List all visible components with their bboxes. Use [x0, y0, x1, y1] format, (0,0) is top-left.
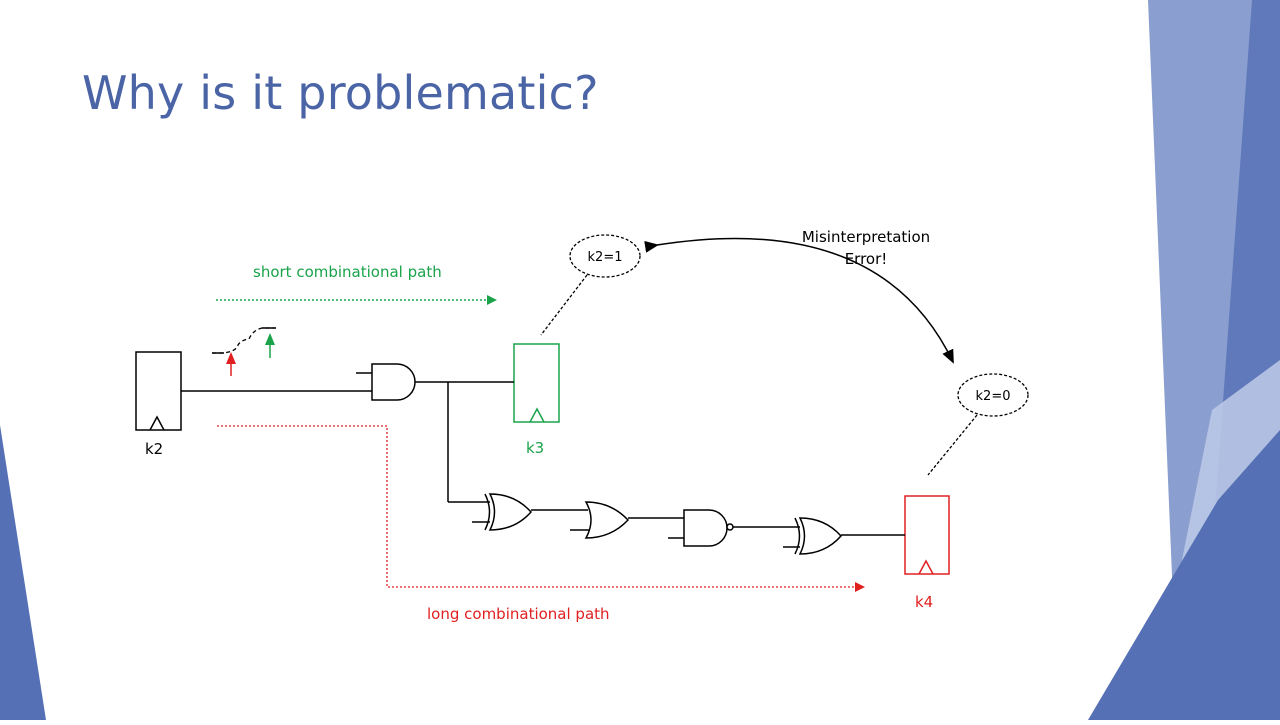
- callout-k4-text: k2=0: [976, 389, 1011, 404]
- red-up-arrow-icon: [226, 352, 236, 376]
- xor-gate-2: [794, 517, 843, 555]
- and-gate: [371, 363, 416, 401]
- signal-waveform: [212, 327, 276, 354]
- right-ribbon-decoration: [1088, 0, 1280, 720]
- register-label-k2: k2: [145, 440, 163, 458]
- callout-k3-text: k2=1: [588, 250, 623, 265]
- or-gate: [584, 501, 630, 539]
- register-label-k3: k3: [526, 439, 544, 457]
- nand-gate: [683, 509, 734, 547]
- wires: [181, 372, 905, 548]
- short-path-label: short combinational path: [253, 263, 442, 281]
- xor-gate-1: [484, 493, 533, 531]
- long-path-arrow: [217, 425, 865, 592]
- error-label-line1: Misinterpretation: [802, 228, 930, 246]
- register-k3: [513, 343, 560, 423]
- long-path-label: long combinational path: [427, 605, 610, 623]
- error-label-line2: Error!: [845, 250, 888, 268]
- callout-k3: [540, 234, 641, 336]
- left-ribbon-decoration: [0, 425, 46, 720]
- register-k2: [135, 351, 182, 431]
- callout-k4: [927, 373, 1029, 476]
- slide-title: Why is it problematic?: [82, 66, 599, 120]
- register-label-k4: k4: [915, 593, 933, 611]
- green-up-arrow-icon: [265, 333, 275, 358]
- register-k4: [904, 495, 950, 575]
- misinterpretation-arrow: [644, 237, 954, 364]
